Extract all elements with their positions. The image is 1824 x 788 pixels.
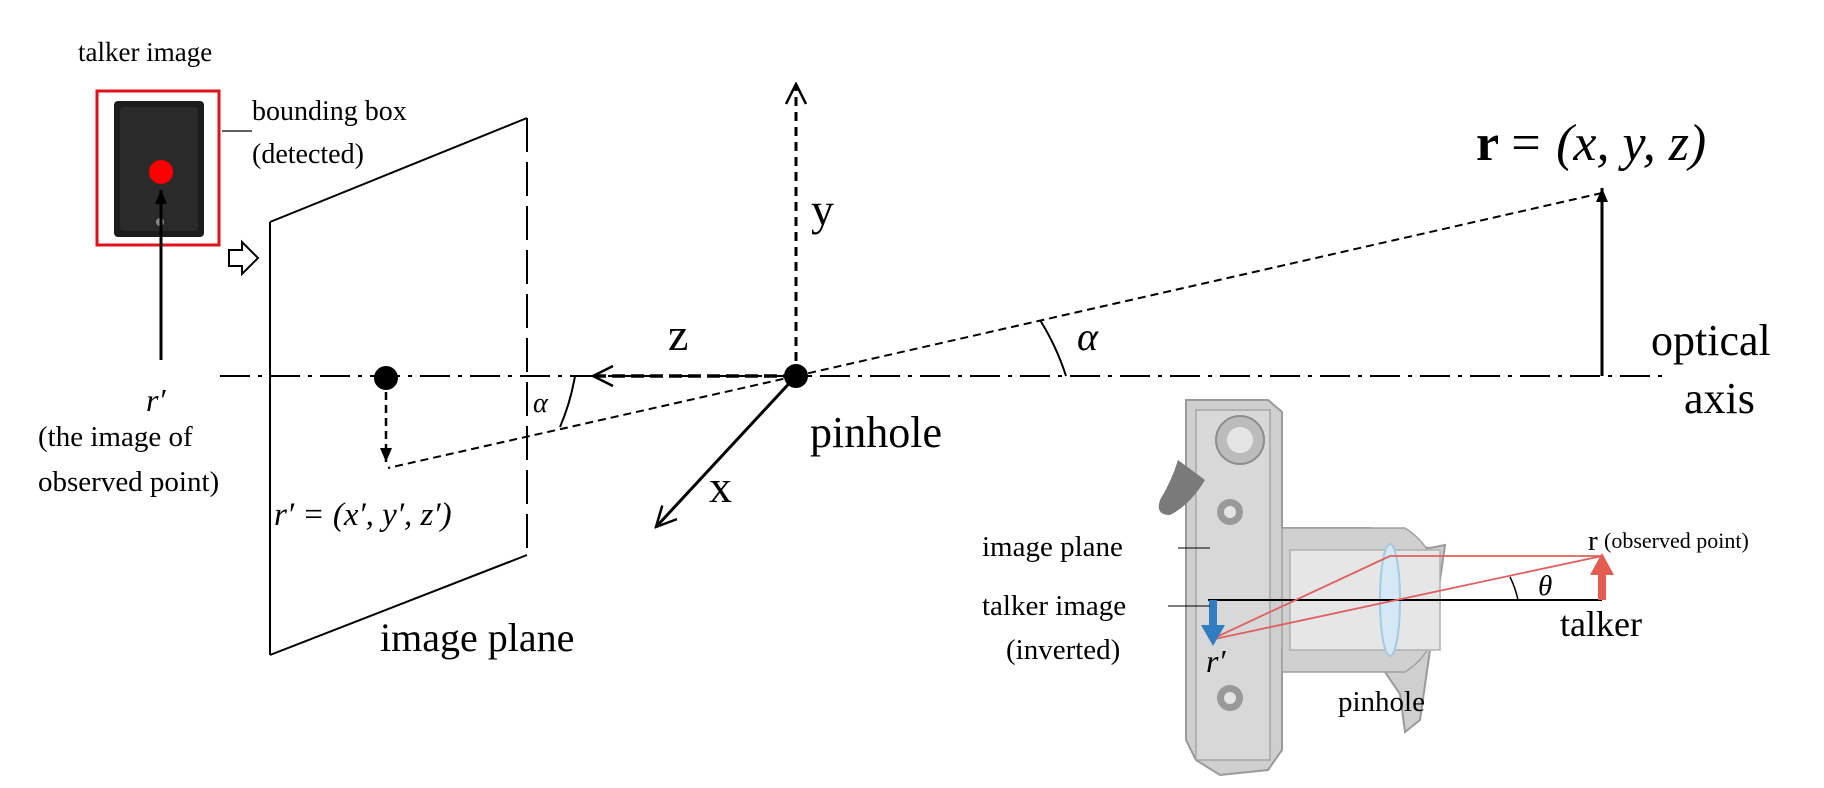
inset-talker-image-label-line1: talker image — [982, 590, 1126, 622]
alpha-label-object-side: α — [1077, 314, 1099, 359]
camera-inset — [1158, 399, 1614, 777]
observed-label-line2: observed point) — [38, 466, 219, 498]
inset-theta-label: θ — [1538, 570, 1552, 602]
ray-pinhole-to-image — [387, 375, 797, 469]
r-vector-label: r — [1476, 115, 1499, 172]
optical-axis-label-line2: axis — [1684, 374, 1755, 423]
inset-observed-point-label: (observed point) — [1604, 528, 1749, 553]
talker-up-arrow — [1590, 553, 1614, 600]
inset-r-prime-label: r′ — [1206, 643, 1226, 679]
image-point — [374, 366, 398, 390]
r-prime-coords-label: r′ = (x′, y′, z′) — [274, 497, 452, 533]
inset-image-plane-label: image plane — [982, 531, 1123, 563]
bounding-box-label-line2: (detected) — [252, 139, 364, 170]
z-axis-label: z — [668, 309, 688, 360]
hollow-right-arrow-icon — [228, 239, 260, 277]
inverted-image-down-arrow — [1201, 600, 1225, 646]
image-plane-top-edge — [269, 117, 528, 223]
ray-object-to-pinhole — [795, 192, 1603, 377]
detected-point — [149, 160, 173, 184]
bounding-box-label-line1: bounding box — [252, 96, 407, 127]
x-axis-label: x — [709, 461, 732, 512]
optical-axis-label-line1: optical — [1651, 316, 1771, 365]
alpha-arc-object-side — [1039, 319, 1067, 377]
image-plane-bottom-edge — [269, 554, 528, 656]
x-axis-arrow — [656, 374, 798, 527]
bounding-box — [95, 89, 221, 247]
y-axis-label: y — [811, 184, 834, 235]
alpha-label-image-side: α — [533, 388, 549, 419]
inset-talker-image-label-line2: (inverted) — [1006, 634, 1120, 666]
pinhole-label: pinhole — [810, 408, 942, 457]
inset-pinhole-label: pinhole — [1338, 686, 1425, 718]
talker-image-label: talker image — [78, 37, 212, 67]
r-prime-label: r′ — [146, 382, 166, 418]
inset-talker-label: talker — [1560, 604, 1642, 644]
r-coords-label: = (x, y, z) — [1508, 115, 1706, 172]
observed-label-line1: (the image of — [38, 421, 193, 453]
image-plane-label: image plane — [380, 615, 574, 660]
alpha-arc-image-side — [559, 375, 576, 428]
inset-r-label: r — [1588, 525, 1598, 557]
